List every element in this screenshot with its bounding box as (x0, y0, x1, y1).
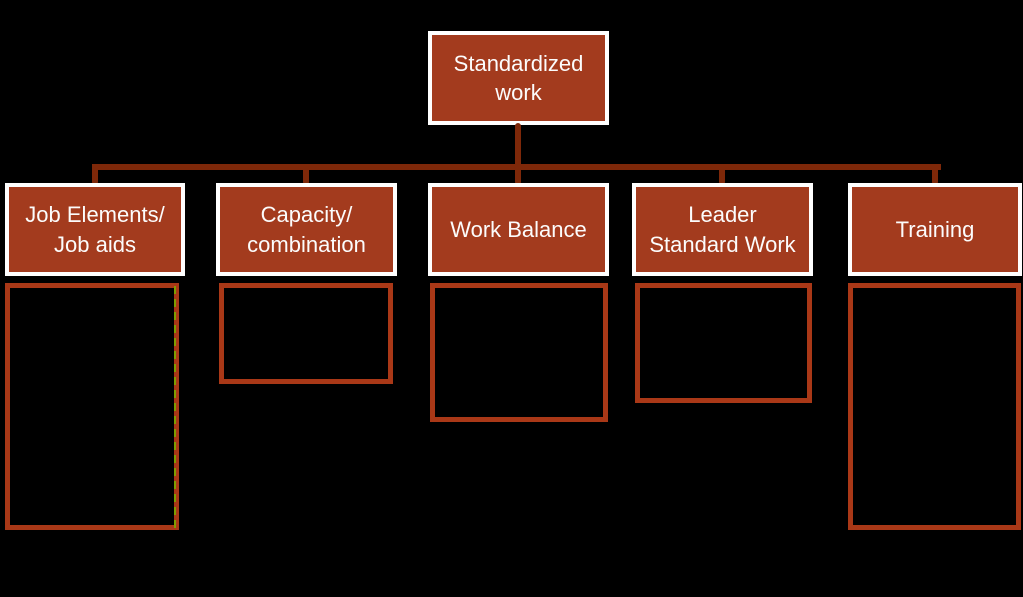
connector-stub-capacity[interactable] (303, 164, 309, 185)
content-panel-work-balance[interactable] (430, 283, 608, 422)
node-leader-standard-work[interactable]: Leader Standard Work (632, 183, 813, 276)
node-capacity-label: Capacity/ combination (247, 202, 366, 257)
alignment-guide (174, 286, 176, 528)
node-job-elements[interactable]: Job Elements/ Job aids (5, 183, 185, 276)
connector-stub-leader-standard-work[interactable] (719, 164, 725, 185)
connector-stub-job-elements[interactable] (92, 164, 98, 185)
node-work-balance[interactable]: Work Balance (428, 183, 609, 276)
connector-root-stem[interactable] (515, 123, 521, 170)
node-standardized-work[interactable]: Standardized work (428, 31, 609, 125)
content-panel-capacity[interactable] (219, 283, 393, 384)
content-panel-training[interactable] (848, 283, 1021, 530)
connector-stub-training[interactable] (932, 164, 938, 185)
content-panel-leader-standard-work[interactable] (635, 283, 812, 403)
node-training-label: Training (895, 216, 975, 242)
content-panel-job-elements[interactable] (5, 283, 179, 530)
node-work-balance-label: Work Balance (450, 216, 587, 242)
node-capacity[interactable]: Capacity/ combination (216, 183, 397, 276)
node-training[interactable]: Training (848, 183, 1022, 276)
connector-stub-work-balance[interactable] (515, 164, 521, 185)
node-job-elements-label: Job Elements/ Job aids (25, 202, 165, 257)
node-leader-standard-work-label: Leader Standard Work (649, 202, 796, 257)
node-standardized-work-label: Standardized work (453, 50, 584, 105)
